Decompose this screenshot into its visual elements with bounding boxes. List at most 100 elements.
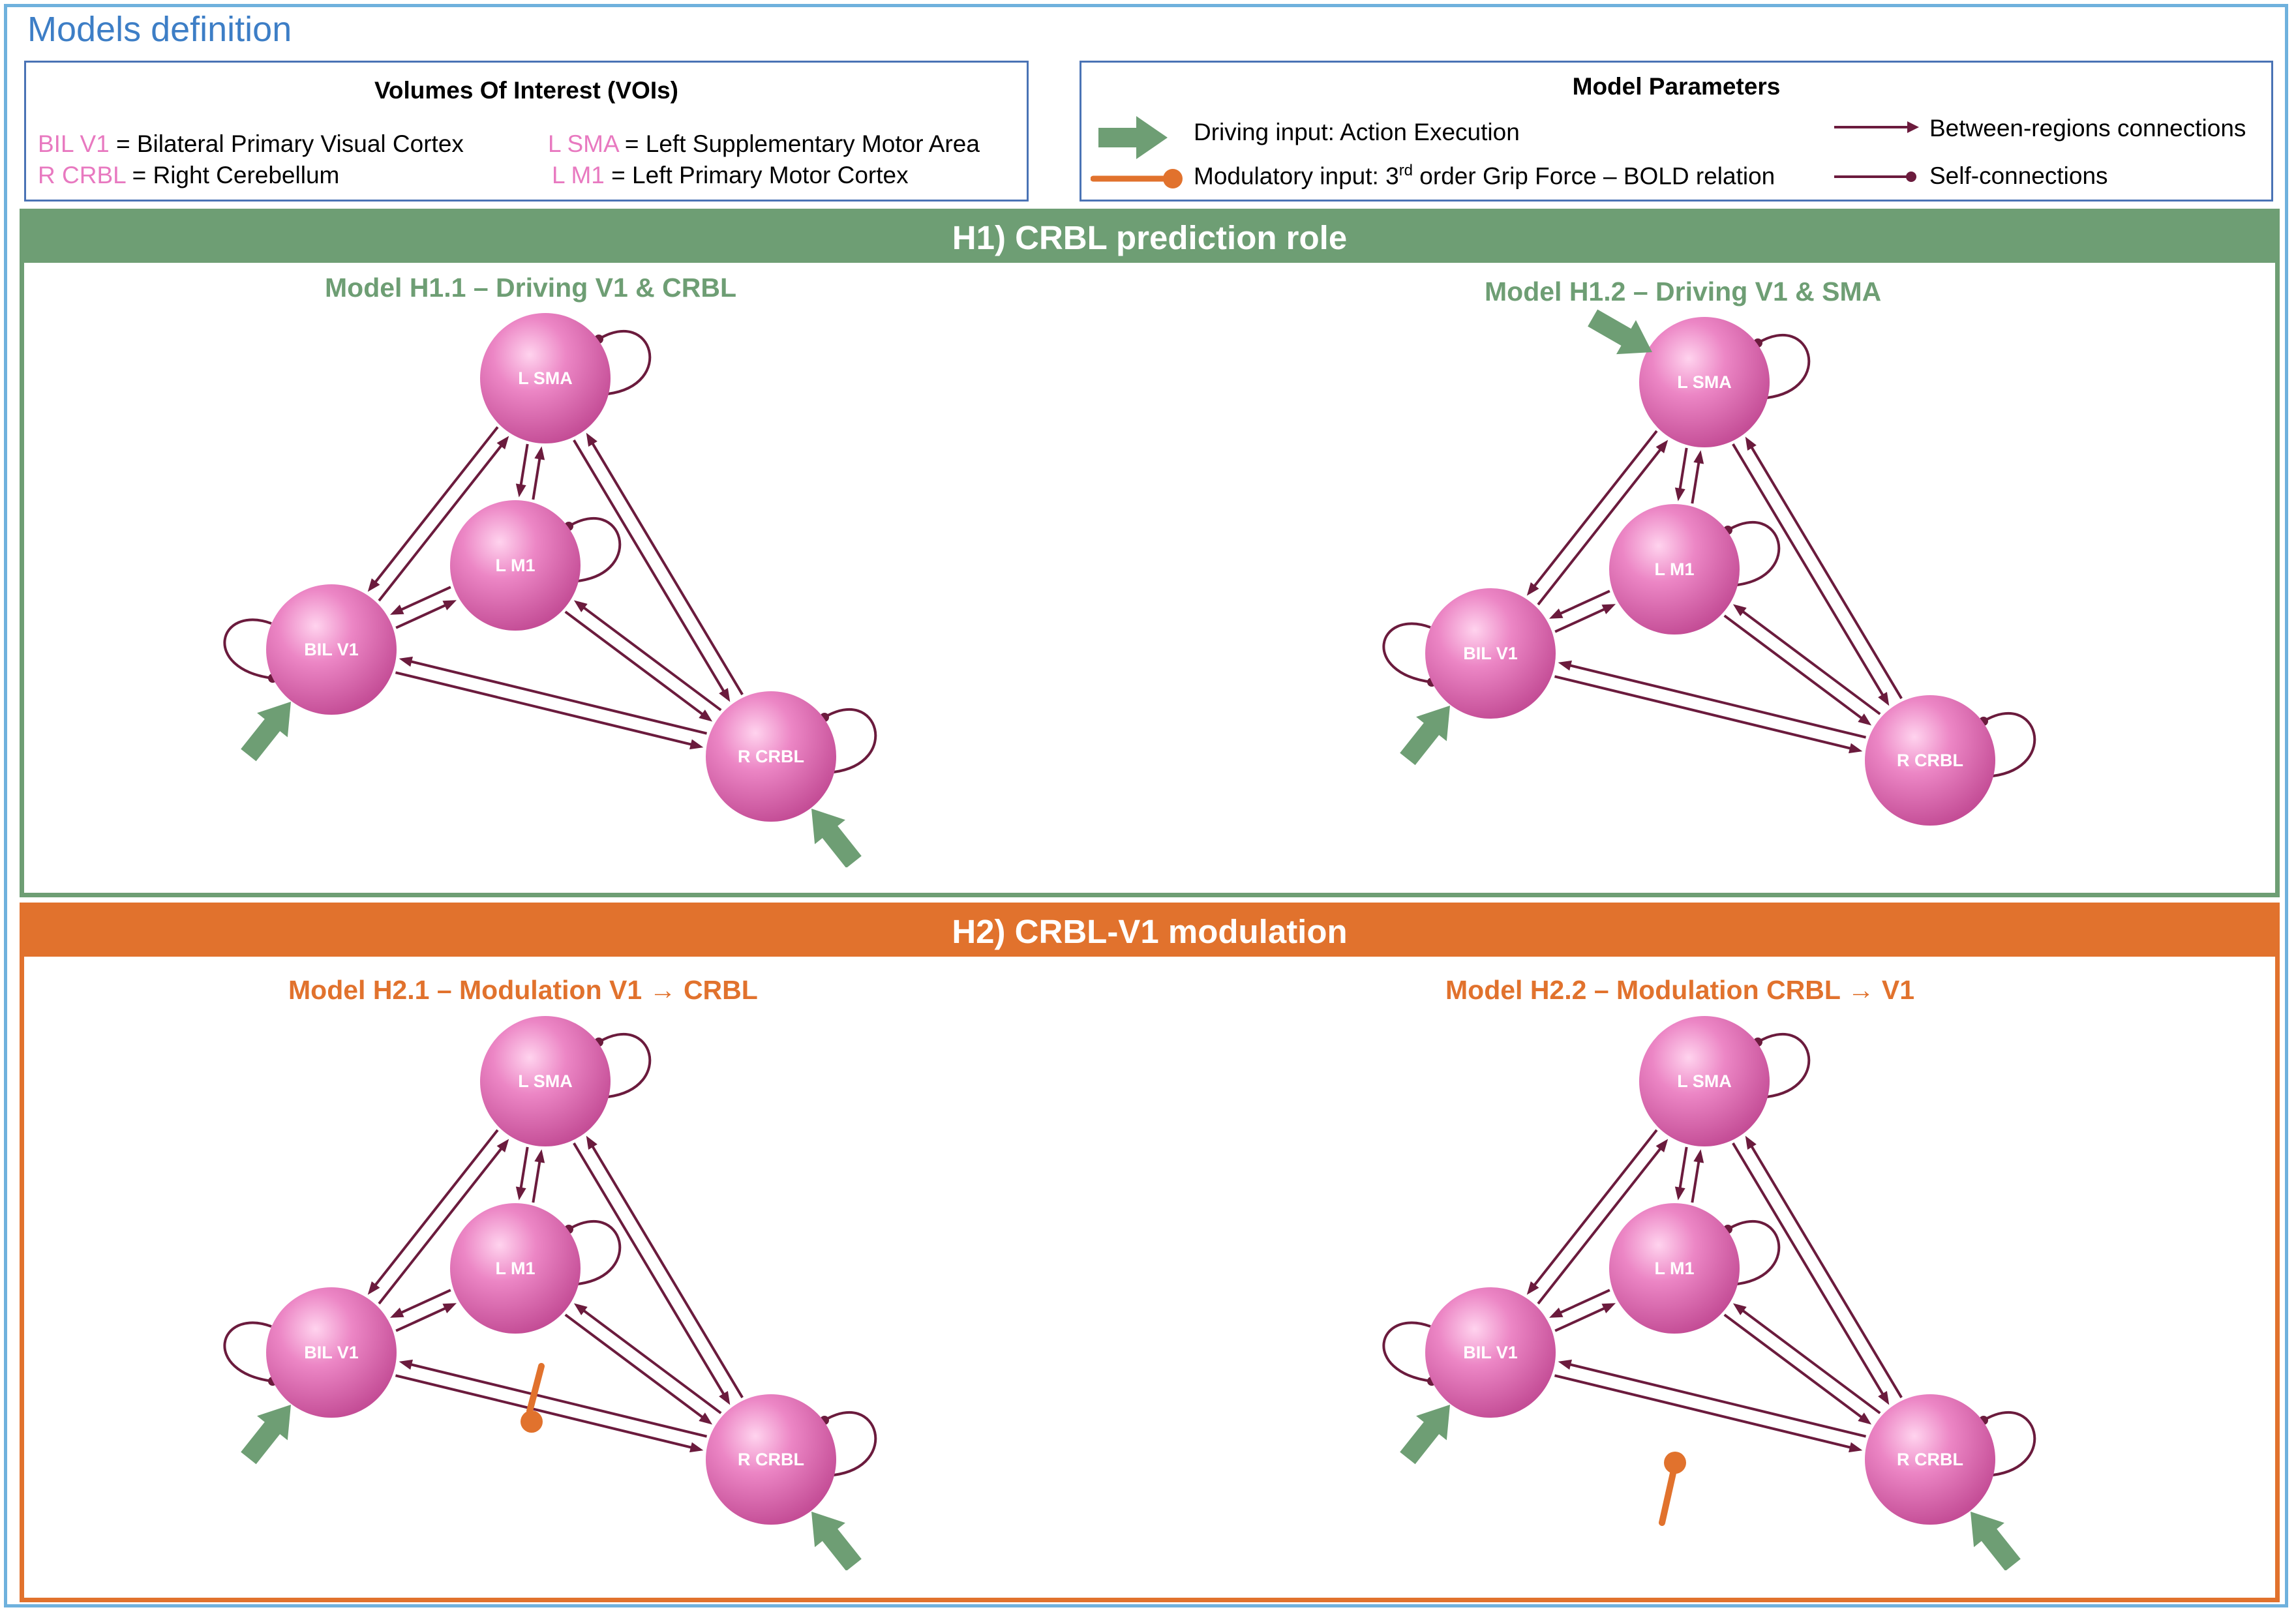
- driving-input-v1-icon: [241, 1405, 291, 1465]
- modulatory-input-crbl_to_v1: [1659, 1452, 1686, 1526]
- model-parameters-title: Model Parameters: [1572, 73, 1781, 100]
- connection-crbl-to-m1: [573, 1303, 722, 1414]
- legend-driving-label: Driving input: Action Execution: [1194, 119, 1520, 145]
- node-label: L SMA: [518, 1071, 573, 1091]
- voi-definition: = Left Supplementary Motor Area: [618, 130, 980, 157]
- node-label: L SMA: [1677, 1071, 1732, 1091]
- node-sma: L SMA: [480, 1016, 611, 1146]
- connection-sma-to-v1: [1526, 430, 1658, 596]
- connection-sma-to-v1: [367, 1129, 499, 1295]
- node-sma: L SMA: [1639, 1016, 1770, 1146]
- connection-sma-to-crbl: [573, 1142, 731, 1405]
- node-label: L SMA: [1677, 372, 1732, 392]
- node-label: L SMA: [518, 368, 573, 388]
- connection-sma-to-v1: [1526, 1129, 1658, 1295]
- connection-m1-to-v1: [389, 586, 451, 615]
- connection-m1-to-sma: [1691, 1149, 1704, 1203]
- legend-between-arrow-icon: [1834, 121, 1919, 133]
- node-label: BIL V1: [1463, 1343, 1518, 1362]
- node-label: BIL V1: [304, 640, 359, 659]
- connection-crbl-to-v1: [1558, 1359, 1867, 1438]
- connection-m1-to-v1: [1548, 590, 1610, 619]
- node-sma: L SMA: [1639, 317, 1770, 447]
- connection-m1-to-crbl: [564, 1313, 713, 1425]
- voi-definition: = Bilateral Primary Visual Cortex: [109, 130, 464, 157]
- connection-m1-to-v1: [1548, 1289, 1610, 1318]
- driving-input-v1-icon: [1400, 706, 1450, 766]
- voi-l-m1: L M1 = Left Primary Motor Cortex: [552, 162, 909, 189]
- voi-abbr: L SMA: [548, 130, 618, 157]
- voi-definition: = Left Primary Motor Cortex: [604, 162, 909, 188]
- connection-v1-to-sma: [1537, 1139, 1669, 1305]
- connection-sma-to-m1: [1674, 1146, 1688, 1201]
- connection-v1-to-crbl: [395, 671, 704, 750]
- node-v1: BIL V1: [266, 584, 397, 715]
- legend-driving-arrow-icon: [1098, 116, 1168, 159]
- node-v1: BIL V1: [1425, 588, 1556, 719]
- model-h2-1-title: Model H2.1 – Modulation V1 → CRBL: [288, 975, 758, 1005]
- section-h2-header: H2) CRBL-V1 modulation: [24, 907, 2275, 957]
- legend-self-label: Self-connections: [1929, 162, 2108, 189]
- node-label: R CRBL: [738, 747, 804, 766]
- node-label: R CRBL: [738, 1450, 804, 1469]
- voi-l-sma: L SMA = Left Supplementary Motor Area: [548, 130, 980, 158]
- voi-bil-v1: BIL V1 = Bilateral Primary Visual Cortex: [38, 130, 464, 158]
- node-m1: L M1: [450, 500, 581, 631]
- connection-m1-to-sma: [532, 1149, 545, 1203]
- connection-crbl-to-sma: [1745, 1135, 1903, 1399]
- connection-crbl-to-m1: [1732, 1303, 1881, 1414]
- model-h2-2-title: Model H2.2 – Modulation CRBL → V1: [1445, 975, 1915, 1005]
- connection-v1-to-m1: [1554, 1303, 1616, 1332]
- connection-sma-to-m1: [515, 443, 529, 498]
- connection-sma-to-crbl: [1732, 443, 1890, 706]
- driving-input-v1-icon: [241, 702, 291, 762]
- connection-sma-to-crbl: [573, 439, 731, 702]
- connection-sma-to-crbl: [1732, 1142, 1890, 1405]
- node-crbl: R CRBL: [706, 691, 836, 822]
- connection-crbl-to-sma: [586, 432, 744, 696]
- voi-abbr: BIL V1: [38, 130, 110, 157]
- connection-sma-to-m1: [1674, 447, 1688, 501]
- connection-v1-to-m1: [395, 600, 457, 629]
- voi-r-crbl: R CRBL = Right Cerebellum: [38, 162, 339, 189]
- connection-v1-to-crbl: [395, 1374, 704, 1453]
- model-h1-2-title: Model H1.2 – Driving V1 & SMA: [1485, 276, 1882, 306]
- driving-input-crbl-icon: [811, 1512, 862, 1570]
- legend-modulatory-sup: rd: [1398, 162, 1413, 179]
- legend-modulatory-pre: Modulatory input: 3: [1194, 162, 1399, 190]
- connection-m1-to-sma: [532, 446, 545, 500]
- connection-m1-to-v1: [389, 1289, 451, 1318]
- connection-v1-to-sma: [378, 436, 509, 602]
- connection-crbl-to-m1: [573, 600, 722, 711]
- node-label: L M1: [1654, 560, 1694, 579]
- voi-definition: = Right Cerebellum: [125, 162, 340, 188]
- connection-crbl-to-v1: [1558, 660, 1867, 739]
- section-h1: H1) CRBL prediction role: [20, 209, 2280, 897]
- connection-sma-to-v1: [367, 426, 499, 592]
- connection-v1-to-crbl: [1554, 675, 1863, 754]
- node-label: BIL V1: [1463, 644, 1518, 663]
- model-h2-2-diagram: L SMA L M1 BIL V1 R CRBL: [1382, 1016, 2036, 1570]
- connection-crbl-to-sma: [586, 1135, 744, 1399]
- node-m1: L M1: [1609, 1203, 1740, 1334]
- connection-v1-to-sma: [1537, 440, 1669, 606]
- legend-modulatory-post: order Grip Force – BOLD relation: [1413, 162, 1775, 190]
- node-v1: BIL V1: [266, 1287, 397, 1418]
- modulatory-input-v1_to_crbl: [521, 1363, 545, 1433]
- connection-v1-to-m1: [395, 1303, 457, 1332]
- vois-legend-title: Volumes Of Interest (VOIs): [374, 77, 679, 104]
- driving-input-v1-icon: [1400, 1405, 1450, 1465]
- connection-v1-to-crbl: [1554, 1374, 1863, 1453]
- node-crbl: R CRBL: [1865, 1394, 1995, 1525]
- connection-m1-to-crbl: [1723, 614, 1872, 726]
- connection-crbl-to-v1: [399, 656, 708, 735]
- model-parameters-box: Model Parameters Driving input: Action E…: [1080, 61, 2273, 202]
- voi-abbr: R CRBL: [38, 162, 126, 188]
- voi-abbr: L M1: [552, 162, 605, 188]
- model-h1-1-diagram: L SMA L M1 BIL V1 R CRBL: [223, 313, 877, 867]
- node-label: BIL V1: [304, 1343, 359, 1362]
- legend-self-connection-icon: [1834, 172, 1916, 182]
- connection-sma-to-m1: [515, 1146, 529, 1201]
